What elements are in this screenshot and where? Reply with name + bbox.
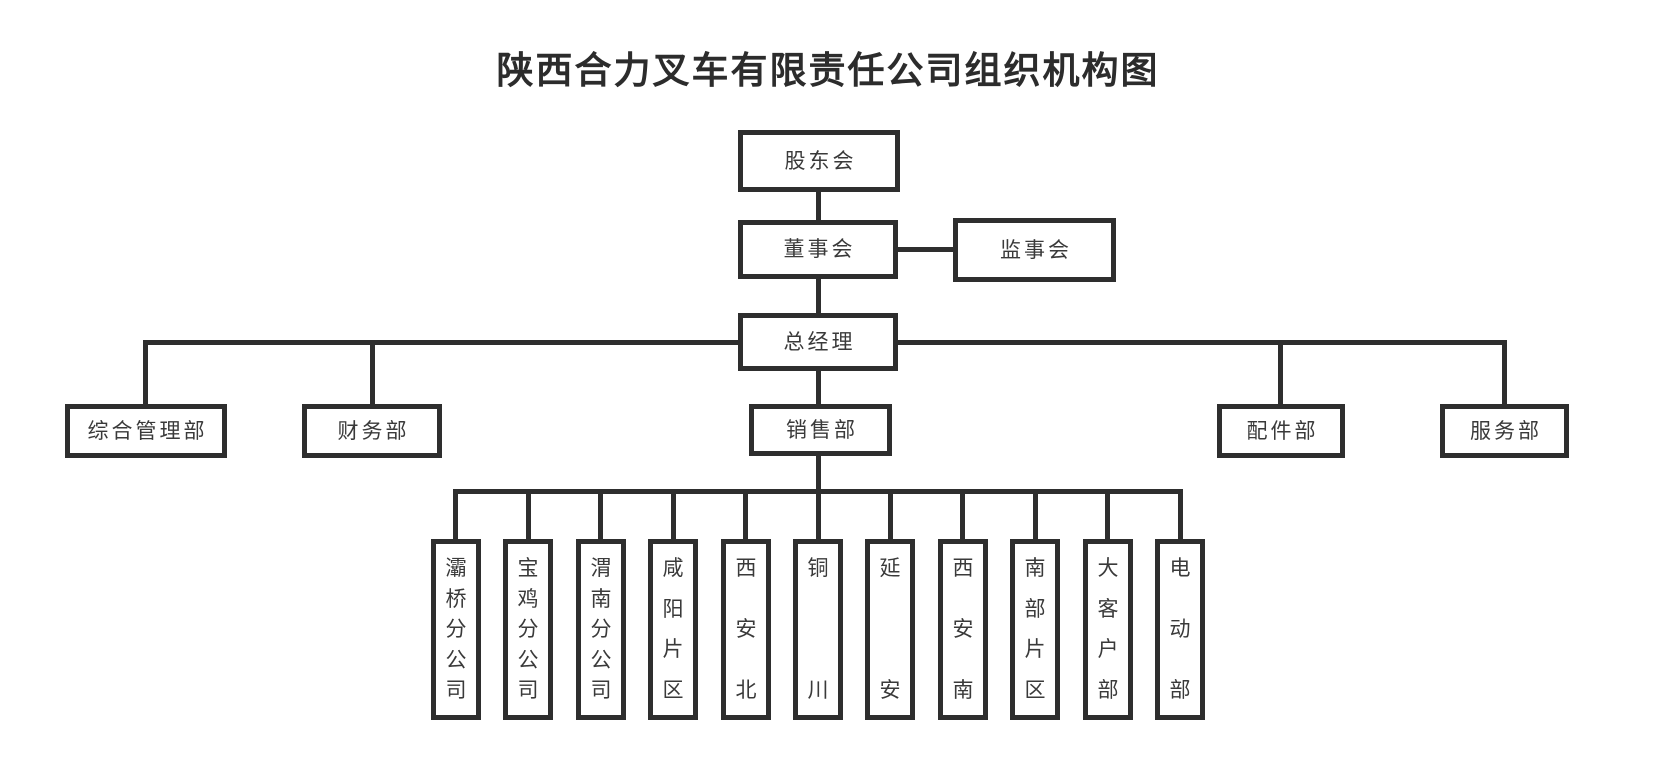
connector-drop-weinan — [598, 489, 603, 539]
connector-drop-electric — [1178, 489, 1183, 539]
connector-drop-key-accounts — [1105, 489, 1110, 539]
node-branch-baqiao: 灞桥分公司 — [431, 539, 481, 720]
connector-drop-service — [1502, 340, 1507, 404]
connector-board-supervisory — [898, 247, 953, 252]
connector-drop-general-admin — [143, 340, 148, 404]
node-dept-key-accounts: 大客户部 — [1083, 539, 1133, 720]
chart-title: 陕西合力叉车有限责任公司组织机构图 — [496, 50, 1160, 91]
connector-drop-sales — [816, 371, 821, 404]
node-dept-general-admin: 综合管理部 — [65, 404, 227, 458]
node-dept-finance: 财务部 — [302, 404, 442, 458]
node-area-xianyang: 咸阳片区 — [648, 539, 698, 720]
node-supervisory-board: 监事会 — [953, 218, 1116, 282]
connector-drop-xian-north — [743, 489, 748, 539]
node-dept-parts: 配件部 — [1217, 404, 1345, 458]
connector-drop-finance — [370, 340, 375, 404]
node-dept-sales: 销售部 — [749, 404, 892, 456]
node-dept-service: 服务部 — [1440, 404, 1569, 458]
connector-drop-yanan — [888, 489, 893, 539]
connector-drop-baoji — [526, 489, 531, 539]
connector-drop-baqiao — [453, 489, 458, 539]
connector-drop-southern — [1033, 489, 1038, 539]
connector-drop-xian-south — [960, 489, 965, 539]
node-area-yanan: 延安 — [865, 539, 915, 720]
node-area-xian-south: 西安南 — [938, 539, 988, 720]
node-area-xian-north: 西安北 — [721, 539, 771, 720]
connector-drop-tongchuan — [816, 489, 821, 539]
connector-sales-spine — [816, 456, 821, 492]
node-general-manager: 总经理 — [738, 313, 898, 371]
connector-shareholders-board — [816, 192, 821, 220]
node-branch-baoji: 宝鸡分公司 — [503, 539, 553, 720]
connector-board-gm — [816, 279, 821, 313]
node-area-tongchuan: 铜川 — [793, 539, 843, 720]
connector-drop-parts — [1278, 340, 1283, 404]
node-area-southern: 南部片区 — [1010, 539, 1060, 720]
node-shareholders: 股东会 — [738, 130, 900, 192]
connector-drop-xianyang — [671, 489, 676, 539]
node-dept-electric: 电动部 — [1155, 539, 1205, 720]
node-branch-weinan: 渭南分公司 — [576, 539, 626, 720]
node-board-of-directors: 董事会 — [738, 220, 898, 279]
